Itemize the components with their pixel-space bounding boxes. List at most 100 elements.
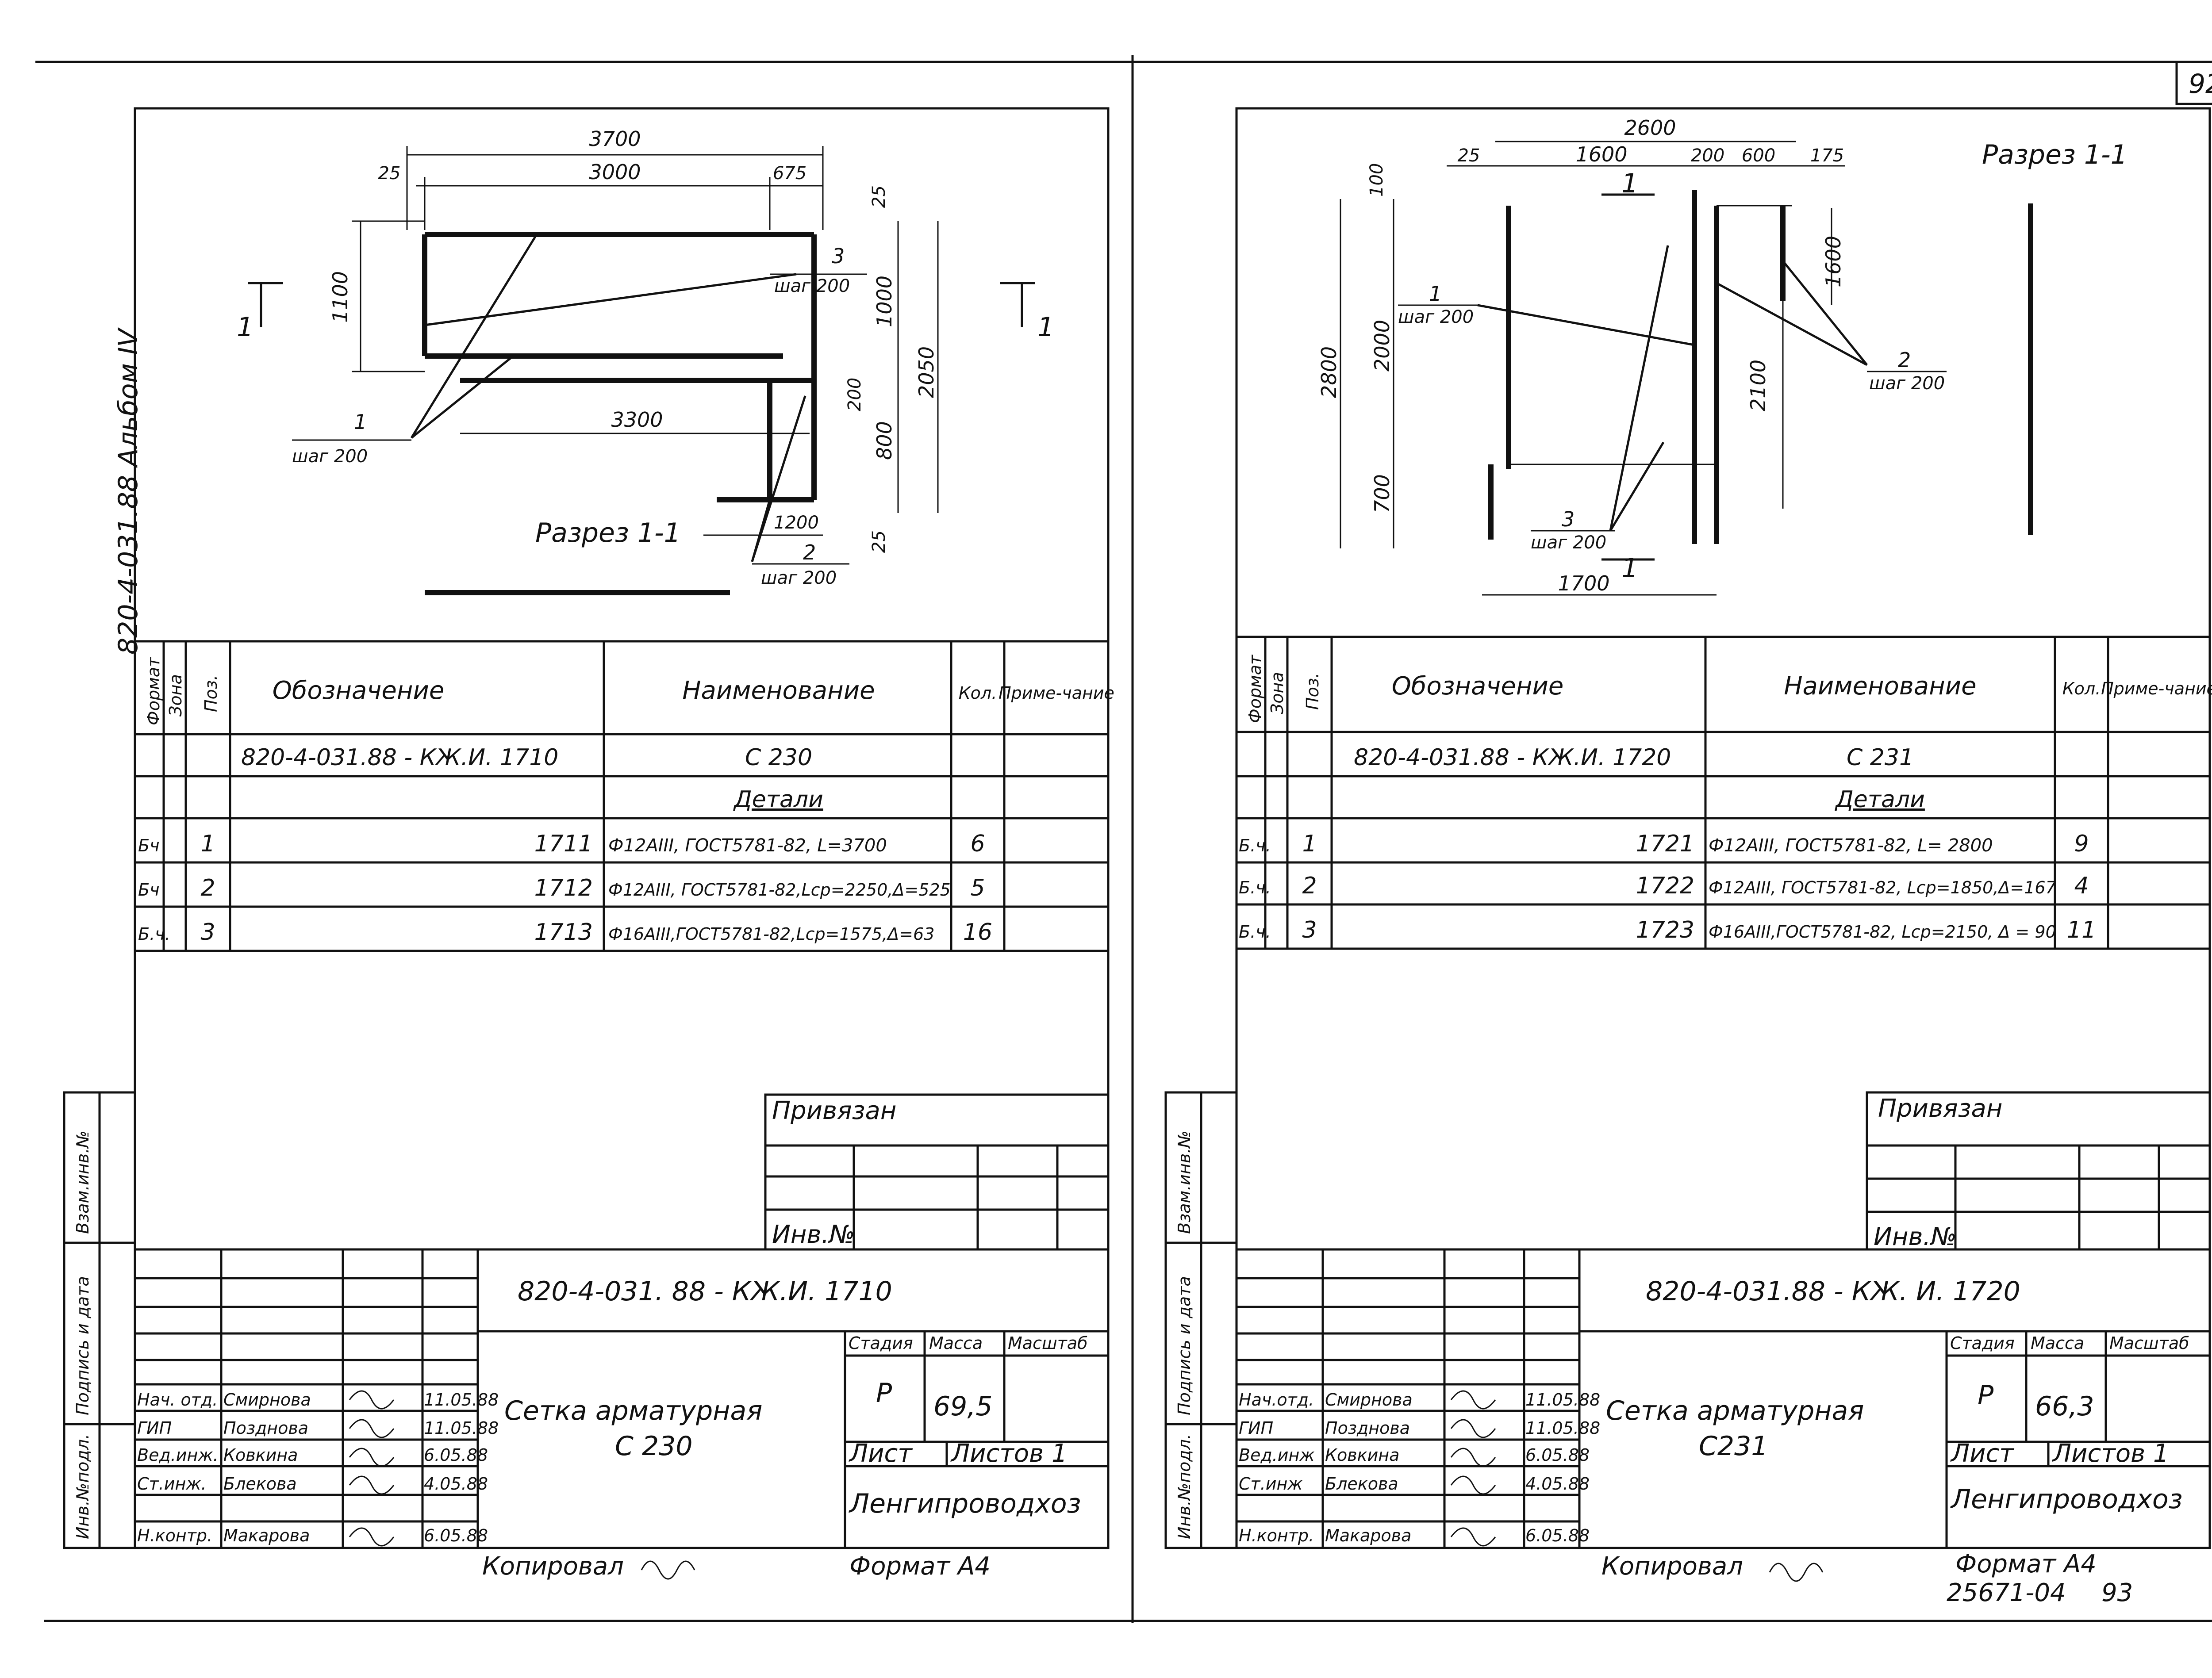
svg-text:1722: 1722 bbox=[1636, 873, 1694, 899]
rspec-section-title: Детали bbox=[1835, 786, 1925, 813]
side-label-replace: Взам.инв.№ bbox=[73, 1130, 92, 1234]
signature-row: Н.контр. Макарова 6.05.88 bbox=[1239, 1526, 1590, 1545]
svg-text:Нач. отд.: Нач. отд. bbox=[137, 1390, 218, 1410]
svg-text:4: 4 bbox=[2074, 873, 2089, 899]
svg-text:Ф12АIII, ГОСТ5781-82, L=3700: Ф12АIII, ГОСТ5781-82, L=3700 bbox=[608, 835, 887, 856]
title-block-right: 820-4-031.88 - КЖ. И. 1720 Сетка арматур… bbox=[1237, 1248, 2210, 1548]
rcopied-label: Копировал bbox=[1601, 1552, 1743, 1581]
svg-text:Ф16АIII,ГОСТ5781-82, Lср=2150,: Ф16АIII,ГОСТ5781-82, Lср=2150, Δ = 90 bbox=[1709, 922, 2056, 942]
spec-row: Бч 1 1711 Ф12АIII, ГОСТ5781-82, L=3700 6 bbox=[138, 831, 985, 857]
album-label: 820-4-031.88 Альбом IV bbox=[113, 327, 144, 655]
rsection-title: Разрез 1-1 bbox=[1982, 139, 2128, 170]
svg-text:6.05.88: 6.05.88 bbox=[424, 1445, 488, 1465]
rstamp-org: Ленгипроводхоз bbox=[1950, 1484, 2182, 1515]
svg-text:Макарова: Макарова bbox=[223, 1526, 310, 1545]
svg-text:Позднова: Позднова bbox=[223, 1418, 308, 1438]
rdim-25: 25 bbox=[1458, 146, 1480, 166]
rstamp-head-stage: Стадия bbox=[1950, 1333, 2015, 1353]
svg-text:Ф12АIII, ГОСТ5781-82, Lср=1850: Ф12АIII, ГОСТ5781-82, Lср=1850,Δ=167 bbox=[1709, 878, 2056, 897]
signature-row: Нач. отд. Смирнова 11.05.88 bbox=[137, 1390, 499, 1410]
svg-text:Ф12АIII, ГОСТ5781-82, L= 2800: Ф12АIII, ГОСТ5781-82, L= 2800 bbox=[1709, 835, 1993, 856]
stamp-head-mass: Масса bbox=[929, 1333, 983, 1353]
signature-scribbles bbox=[349, 1390, 395, 1547]
stamp-head-stage: Стадия bbox=[849, 1333, 913, 1353]
rspec-head-designation: Обозначение bbox=[1392, 672, 1564, 701]
svg-text:Позднова: Позднова bbox=[1325, 1418, 1410, 1438]
callout-2-pos: 2 bbox=[803, 540, 816, 564]
mesh-drawing-right: 2600 25 1600 200 600 175 100 2800 2000 7… bbox=[1317, 116, 2128, 596]
svg-text:5: 5 bbox=[970, 875, 985, 901]
svg-text:1: 1 bbox=[200, 831, 215, 857]
dim-3300: 3300 bbox=[611, 408, 663, 432]
spec-head-name: Наименование bbox=[682, 676, 875, 705]
callout-2-step: шаг 200 bbox=[761, 568, 837, 588]
svg-text:Смирнова: Смирнова bbox=[223, 1390, 311, 1410]
rdim-1600: 1600 bbox=[1575, 142, 1627, 166]
spec-head-qty: Кол. bbox=[959, 683, 997, 703]
rside-label-replace: Взам.инв.№ bbox=[1175, 1130, 1194, 1234]
inv-no-label: Инв.№ bbox=[772, 1220, 855, 1249]
spec-row: Б.ч. 3 1723 Ф16АIII,ГОСТ5781-82, Lср=215… bbox=[1239, 917, 2096, 943]
rspec-head-qty: Кол. bbox=[2062, 679, 2101, 698]
rdim-200: 200 bbox=[1691, 146, 1724, 166]
dim-2050: 2050 bbox=[914, 346, 938, 398]
dim-3700: 3700 bbox=[589, 127, 641, 151]
svg-text:Нач.отд.: Нач.отд. bbox=[1239, 1390, 1314, 1410]
rcallout-3-step: шаг 200 bbox=[1531, 533, 1606, 553]
svg-text:3: 3 bbox=[200, 919, 215, 946]
page-number: 92 bbox=[2189, 69, 2212, 100]
privyazan-block-left: Привязан Инв.№ bbox=[764, 1093, 1110, 1251]
rspec-head-name: Наименование bbox=[1784, 672, 1976, 701]
stamp-stage: Р bbox=[876, 1378, 892, 1409]
format-label: Формат А4 bbox=[849, 1552, 991, 1581]
svg-text:ГИП: ГИП bbox=[1239, 1418, 1273, 1438]
mesh-drawing-left: 3700 3000 25 675 25 1100 1000 2050 200 8… bbox=[237, 127, 1054, 595]
spec-row: Б.ч. 2 1722 Ф12АIII, ГОСТ5781-82, Lср=18… bbox=[1239, 873, 2089, 899]
dim-1100: 1100 bbox=[328, 271, 352, 323]
rstamp-title-1: Сетка арматурная bbox=[1606, 1395, 1864, 1426]
rspec-head-zone: Зона bbox=[1267, 672, 1287, 714]
dim-200: 200 bbox=[845, 378, 865, 411]
spec-row: Бч 2 1712 Ф12АIII, ГОСТ5781-82,Lср=2250,… bbox=[138, 875, 985, 901]
rdim-175: 175 bbox=[1810, 146, 1844, 166]
svg-text:Вед.инж: Вед.инж bbox=[1239, 1445, 1315, 1465]
rstamp-sheet: Лист bbox=[1950, 1439, 2014, 1468]
svg-text:11: 11 bbox=[2067, 917, 2096, 943]
svg-text:Б.ч.: Б.ч. bbox=[1239, 878, 1271, 897]
svg-text:16: 16 bbox=[963, 919, 992, 946]
rdim-100: 100 bbox=[1367, 163, 1387, 197]
stamp-sheet: Лист bbox=[849, 1439, 913, 1468]
callout-1-pos: 1 bbox=[354, 410, 367, 434]
sheet-right: 2600 25 1600 200 600 175 100 2800 2000 7… bbox=[1164, 107, 2212, 1607]
rstamp-code: 820-4-031.88 - КЖ. И. 1720 bbox=[1646, 1276, 2020, 1307]
section-title: Разрез 1-1 bbox=[535, 517, 681, 548]
side-label-inv: Инв.№подл. bbox=[73, 1434, 92, 1539]
svg-text:1711: 1711 bbox=[534, 831, 593, 857]
privyazan-block-right: Привязан Инв.№ bbox=[1866, 1091, 2211, 1251]
svg-text:1: 1 bbox=[1302, 831, 1317, 857]
svg-text:Бч: Бч bbox=[138, 836, 160, 855]
stamp-sheets: Листов 1 bbox=[950, 1439, 1068, 1468]
callout-3-step: шаг 200 bbox=[774, 276, 850, 296]
svg-text:Смирнова: Смирнова bbox=[1325, 1390, 1413, 1410]
section-marker-left: 1 bbox=[237, 312, 253, 343]
svg-text:Б.ч.: Б.ч. bbox=[138, 924, 170, 944]
spec-table-left: Формат Зона Поз. Обозначение Наименовани… bbox=[135, 640, 1114, 952]
dim-675: 675 bbox=[773, 163, 806, 184]
spec-head-pos: Поз. bbox=[201, 675, 221, 712]
rspec-head-pos: Поз. bbox=[1303, 673, 1322, 710]
rstamp-head-scale: Масштаб bbox=[2109, 1333, 2189, 1353]
callout-3-pos: 3 bbox=[832, 244, 845, 268]
rinv-no-label: Инв.№ bbox=[1874, 1222, 1957, 1251]
svg-text:11.05.88: 11.05.88 bbox=[424, 1418, 499, 1438]
rcallout-2-pos: 2 bbox=[1898, 348, 1911, 372]
dim-800: 800 bbox=[872, 421, 896, 460]
rstamp-title-2: С231 bbox=[1699, 1431, 1768, 1462]
rdim-700: 700 bbox=[1370, 474, 1394, 513]
copied-signature bbox=[641, 1560, 695, 1580]
svg-text:6.05.88: 6.05.88 bbox=[424, 1526, 488, 1545]
spec-head-zone: Зона bbox=[166, 674, 185, 716]
svg-text:Ф12АIII, ГОСТ5781-82,Lср=2250,: Ф12АIII, ГОСТ5781-82,Lср=2250,Δ=525 bbox=[608, 880, 951, 900]
svg-text:1712: 1712 bbox=[534, 875, 593, 901]
signature-row: ГИП Позднова 11.05.88 bbox=[1239, 1418, 1600, 1438]
